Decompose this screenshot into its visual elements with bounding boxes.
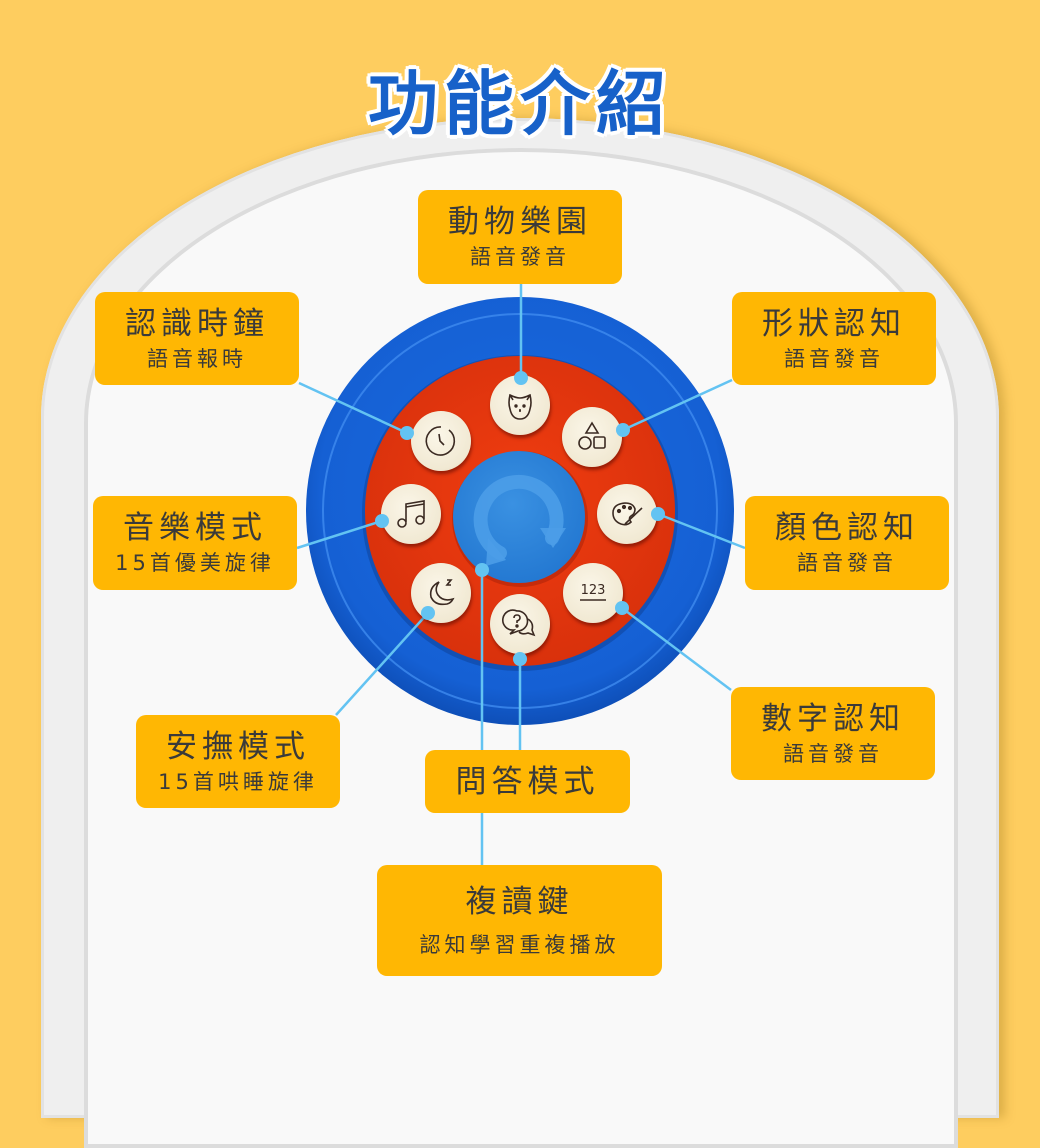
label-subtitle: 語音發音 — [783, 741, 883, 766]
question-chat-icon — [502, 609, 536, 637]
label-title: 安撫模式 — [166, 728, 310, 765]
label-soothe: 安撫模式 15首哄睡旋律 — [136, 715, 340, 808]
shape-button[interactable] — [562, 407, 622, 467]
connector-dot-number — [615, 601, 629, 615]
label-clock: 認識時鐘 語音報時 — [95, 292, 299, 385]
music-note-icon — [397, 500, 425, 528]
label-animal: 動物樂園 語音發音 — [418, 190, 622, 284]
connector-dot-clock — [400, 426, 414, 440]
music-button[interactable] — [381, 484, 441, 544]
page-title: 功能介紹 — [368, 63, 672, 145]
number-button[interactable]: 123 — [563, 563, 623, 623]
label-subtitle: 認知學習重複播放 — [419, 932, 620, 957]
svg-text:123: 123 — [581, 583, 606, 598]
soothe-button[interactable] — [411, 563, 471, 623]
qa-button[interactable] — [490, 594, 550, 654]
label-subtitle: 15首優美旋律 — [115, 551, 275, 575]
clock-icon — [425, 426, 456, 456]
label-title: 問答模式 — [455, 763, 600, 800]
connector-dot-qa — [513, 652, 527, 666]
label-subtitle: 語音發音 — [470, 245, 570, 269]
label-title: 動物樂園 — [448, 204, 592, 240]
label-subtitle: 15首哄睡旋律 — [158, 769, 318, 794]
color-button[interactable] — [597, 484, 657, 544]
label-title: 認識時鐘 — [125, 305, 269, 342]
label-number: 數字認知 語音發音 — [731, 687, 935, 780]
label-repeat: 複讀鍵 認知學習重複播放 — [377, 865, 662, 976]
connector-lines — [296, 284, 746, 865]
label-shape: 形狀認知 語音發音 — [732, 292, 936, 385]
moon-sleep-icon — [429, 579, 455, 606]
connector-dot-animal — [514, 371, 528, 385]
label-color: 顏色認知 語音發音 — [745, 496, 949, 590]
label-qa: 問答模式 — [425, 750, 630, 813]
numbers-123-icon: 123 — [580, 583, 606, 601]
label-title: 顏色認知 — [775, 510, 919, 546]
connector-dot-repeat — [475, 563, 489, 577]
label-subtitle: 語音發音 — [784, 346, 884, 371]
label-title: 數字認知 — [761, 700, 905, 737]
shapes-icon — [578, 421, 606, 450]
label-title: 音樂模式 — [123, 510, 267, 546]
connector-dot-shape — [616, 423, 630, 437]
palette-icon — [612, 502, 643, 526]
repeat-arrow-icon — [473, 474, 564, 560]
label-subtitle: 語音報時 — [147, 346, 247, 371]
connector-dot-music — [375, 514, 389, 528]
clock-button[interactable] — [411, 411, 471, 471]
label-music: 音樂模式 15首優美旋律 — [93, 496, 297, 590]
connector-dot-soothe — [421, 606, 435, 620]
label-subtitle: 語音發音 — [797, 551, 897, 575]
connector-dot-color — [651, 507, 665, 521]
animal-button[interactable] — [490, 375, 550, 435]
label-title: 複讀鍵 — [465, 883, 574, 920]
bear-icon — [508, 393, 532, 420]
label-title: 形狀認知 — [762, 305, 906, 342]
